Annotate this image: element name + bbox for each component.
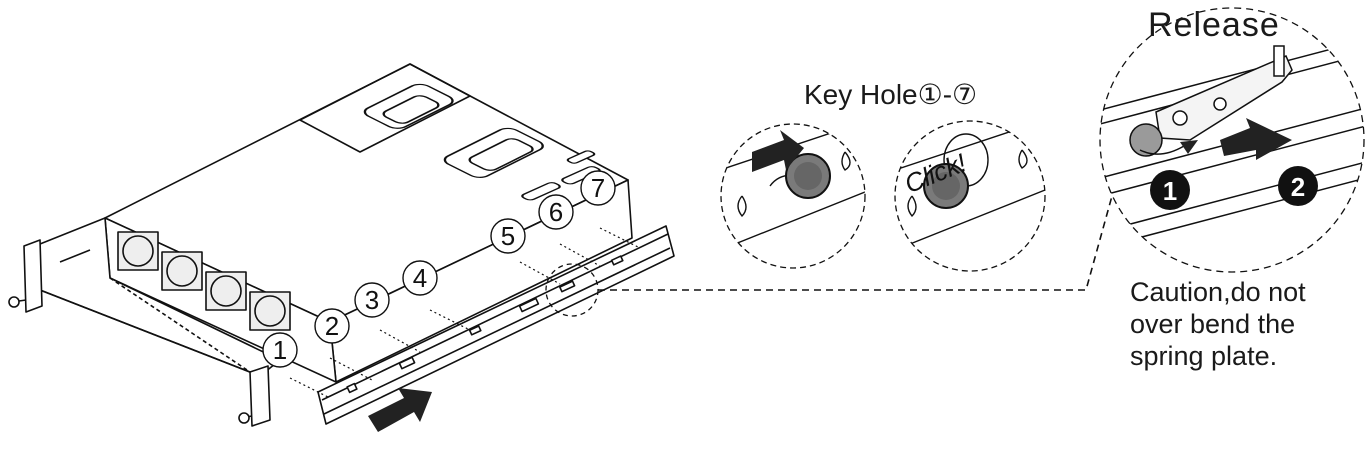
keyhole-number: 1 bbox=[273, 335, 287, 365]
step-1-number: 1 bbox=[1163, 176, 1177, 206]
push-arrow-icon bbox=[368, 388, 432, 432]
slide-rail bbox=[317, 225, 675, 425]
keyhole-number-circle bbox=[402, 260, 438, 296]
step-2-number: 2 bbox=[1291, 172, 1305, 202]
keyhole-zoom-insert bbox=[720, 123, 866, 269]
release-insert: 1 2 bbox=[1099, 7, 1365, 273]
release-label: Release bbox=[1148, 6, 1280, 44]
caution-note: Caution,do not over bend the spring plat… bbox=[1130, 276, 1360, 372]
keyhole-number-circle bbox=[538, 194, 574, 230]
key-hole-label: Key Hole①-⑦ bbox=[804, 79, 978, 110]
keyhole-number-circle bbox=[354, 282, 390, 318]
keyhole-number: 3 bbox=[365, 285, 379, 315]
keyhole-number: 6 bbox=[549, 197, 563, 227]
zoom-leader-line bbox=[598, 195, 1113, 291]
keyhole-number-circle bbox=[314, 308, 350, 344]
keyhole-number: 7 bbox=[591, 173, 605, 203]
step-1-badge bbox=[1150, 170, 1190, 210]
caution-line: over bend the bbox=[1130, 309, 1296, 339]
caution-line: spring plate. bbox=[1130, 341, 1278, 371]
keyhole-click-insert: Click! bbox=[894, 120, 1046, 272]
keyhole-number: 2 bbox=[325, 311, 339, 341]
keyhole-number: 4 bbox=[413, 263, 427, 293]
server-chassis bbox=[8, 63, 633, 427]
caution-line: Caution,do not bbox=[1130, 277, 1306, 307]
step-2-badge bbox=[1278, 166, 1318, 206]
keyhole-number: 5 bbox=[501, 221, 515, 251]
keyhole-number-circle bbox=[580, 170, 616, 206]
keyhole-number-circle bbox=[262, 332, 298, 368]
keyhole-number-circle bbox=[490, 218, 526, 254]
insert-arrow-icon bbox=[752, 130, 804, 172]
